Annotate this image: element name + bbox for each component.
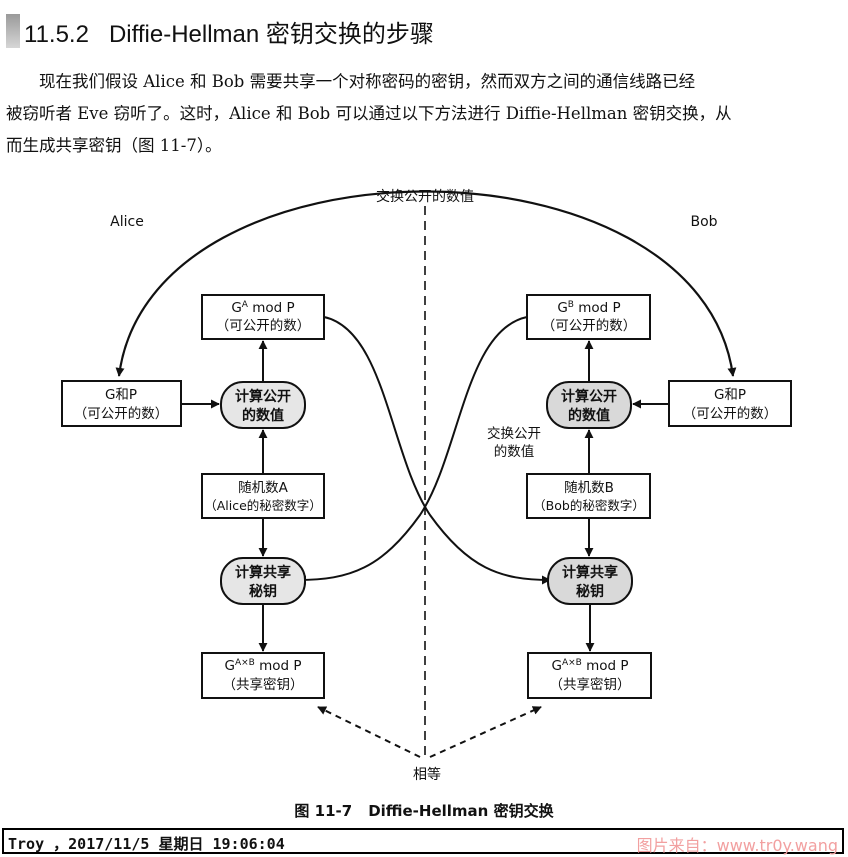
bob-public-value-note: （可公开的数） [542, 318, 637, 334]
figure-caption: 图 11-7 Diffie-Hellman 密钥交换 [0, 800, 848, 821]
middle-exchange-label-2: 的数值 [494, 444, 535, 460]
equal-arrow-left [317, 706, 421, 758]
bob-random-box [526, 473, 651, 519]
paragraph-line-1: 现在我们假设 Alice 和 Bob 需要共享一个对称密码的密钥，然而双方之间的… [39, 72, 696, 91]
bob-public-value-box [526, 294, 651, 340]
gp-distribution-arrow [115, 190, 737, 377]
bob-shared-key-text: GA×B mod P [551, 658, 628, 674]
bob-gp-text: G和P [714, 387, 746, 403]
alice-label: Alice [110, 214, 144, 230]
section-marker [6, 14, 20, 48]
footer-timestamp: Troy ，2017/11/5 星期日 19:06:04 [8, 835, 285, 853]
alice-random-box [201, 473, 325, 519]
alice-compute-shared-text: 计算共享 [235, 564, 291, 581]
footer-watermark: 图片来自：www.tr0y.wang [636, 836, 838, 855]
equal-label: 相等 [413, 766, 441, 783]
alice-gp-text: G和P [105, 387, 137, 403]
alice-compute-public-text-2: 的数值 [242, 407, 284, 424]
bob-compute-shared-text: 计算共享 [562, 564, 618, 581]
section-title: Diffie-Hellman 密钥交换的步骤 [108, 21, 434, 48]
alice-random-note: （Alice的秘密数字） [204, 498, 322, 513]
alice-gp-note: （可公开的数） [74, 406, 169, 422]
paragraph-line-3: 而生成共享密钥（图 11-7）。 [6, 136, 222, 155]
bob-shared-key-note: （共享密钥） [550, 676, 631, 693]
alice-shared-key-note: （共享密钥） [223, 676, 304, 693]
alice-compute-public-text: 计算公开 [235, 388, 291, 405]
alice-to-bob-exchange-arrow [323, 316, 551, 585]
bob-compute-shared-text-2: 秘钥 [576, 583, 604, 600]
alice-shared-key-text: GA×B mod P [224, 658, 301, 674]
bob-label: Bob [690, 214, 717, 230]
figure-title: Diffie-Hellman 密钥交换 [368, 802, 554, 820]
alice-random-text: 随机数A [238, 480, 288, 496]
paragraph-line-2: 被窃听者 Eve 窃听了。这时，Alice 和 Bob 可以通过以下方法进行 D… [6, 104, 732, 123]
footer-bar: Troy ，2017/11/5 星期日 19:06:04 图片来自：www.tr… [2, 828, 844, 855]
alice-public-value-text: GA mod P [231, 300, 294, 316]
bob-shared-key-box [527, 652, 652, 699]
bob-public-value-text: GB mod P [557, 300, 620, 316]
intro-paragraph: 现在我们假设 Alice 和 Bob 需要共享一个对称密码的密钥，然而双方之间的… [6, 66, 846, 162]
figure-number: 图 11-7 [294, 802, 353, 820]
bob-compute-public-text-2: 的数值 [568, 407, 610, 424]
section-number: 11.5.2 [24, 21, 89, 48]
alice-public-value-note: （可公开的数） [216, 318, 311, 334]
bob-compute-public-text: 计算公开 [561, 388, 617, 405]
alice-gp-box [61, 380, 182, 427]
middle-exchange-label-1: 交换公开 [487, 425, 541, 442]
bob-gp-box [668, 380, 792, 427]
alice-public-value-box [201, 294, 325, 340]
bob-to-alice-exchange-arrow [297, 316, 528, 585]
equal-arrow-right [429, 706, 542, 758]
bob-gp-note: （可公开的数） [683, 406, 778, 422]
bob-random-note: （Bob的秘密数字） [533, 498, 645, 513]
alice-shared-key-box [201, 652, 325, 699]
bob-random-text: 随机数B [564, 480, 614, 496]
alice-compute-shared-text-2: 秘钥 [249, 583, 277, 600]
section-heading: 11.5.2 Diffie-Hellman 密钥交换的步骤 [24, 14, 434, 49]
diffie-hellman-diagram: 交换公开的数值 Alice Bob 交换公开 的数值 GA mod P （可公开… [61, 188, 792, 783]
